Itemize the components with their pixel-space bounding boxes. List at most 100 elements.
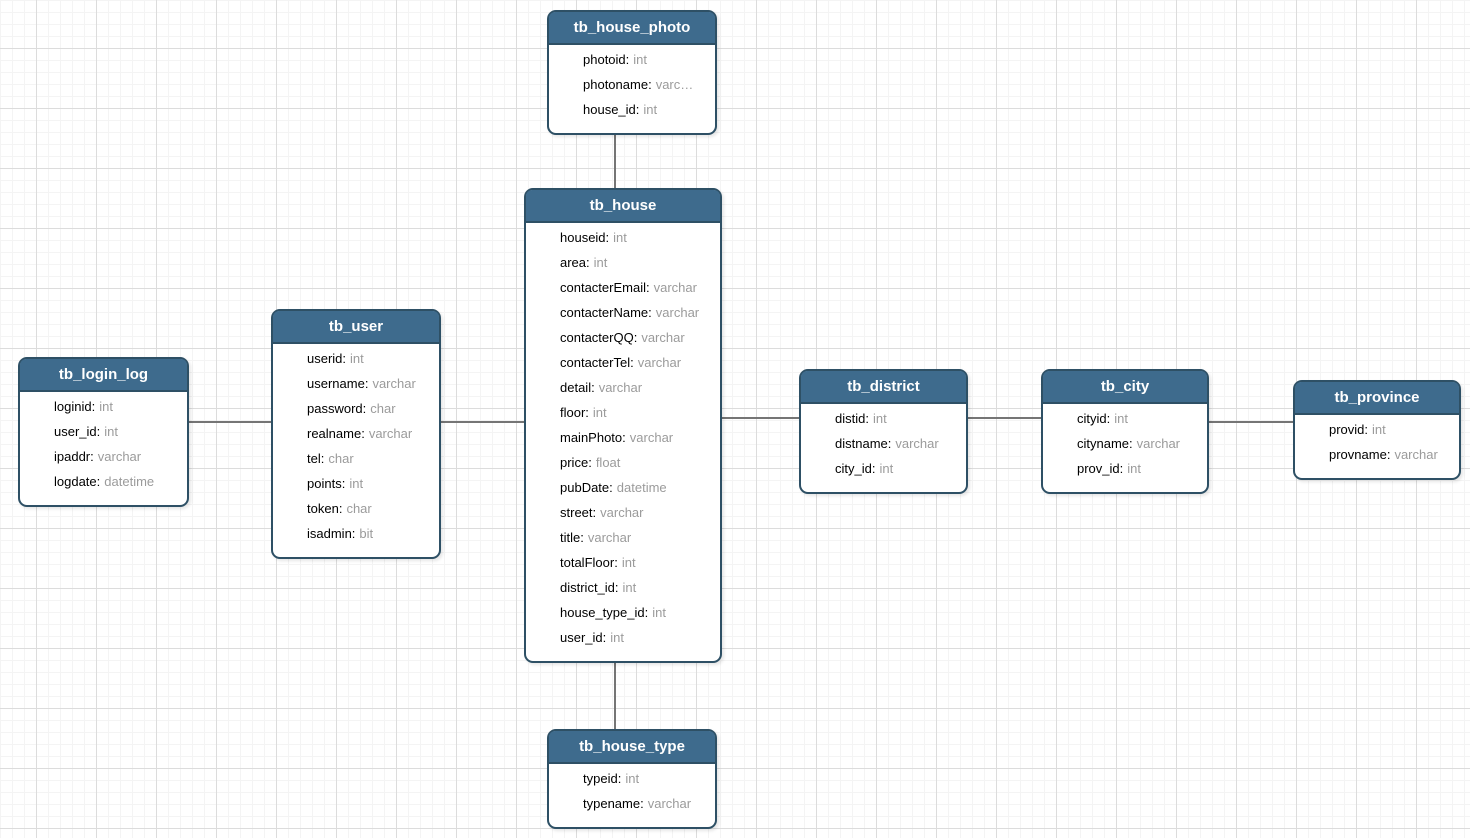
field-name: points (307, 476, 345, 491)
table-field-row[interactable]: photoidint (583, 47, 709, 72)
table-field-row[interactable]: pointsint (307, 471, 433, 496)
field-type: varchar (598, 380, 643, 395)
field-name: photoname (583, 77, 652, 92)
field-name: house_id (583, 102, 639, 117)
table-field-row[interactable]: contacterQQvarchar (560, 325, 714, 350)
field-type: varc… (655, 77, 694, 92)
table-field-row[interactable]: userid int (307, 346, 433, 371)
table-field-row[interactable]: prov_idint (1077, 456, 1201, 481)
table-title[interactable]: tb_city (1043, 371, 1207, 404)
table-field-row[interactable]: citynamevarchar (1077, 431, 1201, 456)
table-title[interactable]: tb_district (801, 371, 966, 404)
field-name: provid (1329, 422, 1368, 437)
field-type: varchar (895, 436, 939, 451)
table-field-row[interactable]: providint (1329, 417, 1453, 442)
table-field-row[interactable]: distidint (835, 406, 960, 431)
field-name: contacterName (560, 305, 652, 320)
field-name: city_id (835, 461, 875, 476)
table-field-row[interactable]: pricefloat (560, 450, 714, 475)
field-type: int (643, 102, 658, 117)
table-field-row[interactable]: typeidint (583, 766, 709, 791)
edge-district-city[interactable] (967, 417, 1041, 419)
field-name: totalFloor (560, 555, 618, 570)
table-tb_login_log[interactable]: tb_login_log loginid int user_idint ipadd… (18, 357, 189, 507)
table-field-row[interactable]: telchar (307, 446, 433, 471)
field-name: password (307, 401, 366, 416)
table-field-row[interactable]: photonamevarc… (583, 72, 709, 97)
field-type: int (621, 555, 636, 570)
edge-user-house[interactable] (440, 421, 525, 423)
table-field-row[interactable]: houseidint (560, 225, 714, 250)
table-field-row[interactable]: logdatedatetime (54, 469, 181, 494)
table-title[interactable]: tb_house_type (549, 731, 715, 764)
table-field-row[interactable]: typenamevarchar (583, 791, 709, 816)
table-tb_house_photo[interactable]: tb_house_photo photoidint photonamevarc…… (547, 10, 717, 135)
table-field-row[interactable]: ipaddrvarchar (54, 444, 181, 469)
edge-house-district[interactable] (721, 417, 800, 419)
table-title[interactable]: tb_province (1295, 382, 1459, 415)
table-field-row[interactable]: city_idint (835, 456, 960, 481)
table-field-row[interactable]: distnamevarchar (835, 431, 960, 456)
edge-city-province[interactable] (1208, 421, 1294, 423)
field-name: floor (560, 405, 589, 420)
table-field-row[interactable]: isadminbit (307, 521, 433, 546)
table-field-row[interactable]: house_type_idint (560, 600, 714, 625)
table-title[interactable]: tb_login_log (20, 359, 187, 392)
field-type: varchar (587, 530, 632, 545)
table-field-row[interactable]: loginid int (54, 394, 181, 419)
table-body: photoidint photonamevarc… house_id int (549, 45, 715, 133)
field-name: cityname (1077, 436, 1133, 451)
edge-house-house_type[interactable] (614, 661, 616, 730)
table-tb_user[interactable]: tb_user userid int usernamevarchar passwo… (271, 309, 441, 559)
field-name: userid (307, 351, 346, 366)
table-title[interactable]: tb_house_photo (549, 12, 715, 45)
field-name: pubDate (560, 480, 613, 495)
table-title[interactable]: tb_user (273, 311, 439, 344)
field-type: char (370, 401, 396, 416)
field-type: int (350, 351, 364, 366)
table-field-row[interactable]: contacterTelvarchar (560, 350, 714, 375)
field-name: typename (583, 796, 644, 811)
table-field-row[interactable]: detailvarchar (560, 375, 714, 400)
field-name: title (560, 530, 584, 545)
table-field-row[interactable]: contacterNamevarchar (560, 300, 714, 325)
table-field-row[interactable]: tokenchar (307, 496, 433, 521)
table-tb_district[interactable]: tb_district distidint distnamevarchar ci… (799, 369, 968, 494)
field-type: int (99, 399, 113, 414)
table-field-row[interactable]: house_id int (583, 97, 709, 122)
table-field-row[interactable]: user_idint (560, 625, 714, 650)
table-field-row[interactable]: contacterEmailvarchar (560, 275, 714, 300)
edge-login_log-user[interactable] (188, 421, 272, 423)
table-field-row[interactable]: provnamevarchar (1329, 442, 1453, 467)
field-name: houseid (560, 230, 609, 245)
field-name: loginid (54, 399, 95, 414)
table-field-row[interactable]: floorint (560, 400, 714, 425)
table-field-row[interactable]: district_idint (560, 575, 714, 600)
field-name: typeid (583, 771, 621, 786)
field-type: varchar (372, 376, 416, 391)
table-tb_house[interactable]: tb_house houseidint areaint contacterEma… (524, 188, 722, 663)
table-field-row[interactable]: pubDatedatetime (560, 475, 714, 500)
table-tb_province[interactable]: tb_province providint provnamevarchar (1293, 380, 1461, 480)
field-type: int (872, 411, 887, 426)
table-field-row[interactable]: password char (307, 396, 433, 421)
field-type: varchar (600, 505, 644, 520)
edge-house_photo-house[interactable] (614, 133, 616, 189)
table-field-row[interactable]: usernamevarchar (307, 371, 433, 396)
table-field-row[interactable]: streetvarchar (560, 500, 714, 525)
field-type: varchar (647, 796, 692, 811)
table-tb_city[interactable]: tb_city cityidint citynamevarchar prov_i… (1041, 369, 1209, 494)
table-field-row[interactable]: titlevarchar (560, 525, 714, 550)
field-name: area (560, 255, 590, 270)
table-tb_house_type[interactable]: tb_house_type typeidint typenamevarchar (547, 729, 717, 829)
field-name: contacterQQ (560, 330, 637, 345)
table-field-row[interactable]: realnamevarchar (307, 421, 433, 446)
table-body: providint provnamevarchar (1295, 415, 1459, 478)
table-field-row[interactable]: totalFloorint (560, 550, 714, 575)
table-field-row[interactable]: cityidint (1077, 406, 1201, 431)
table-field-row[interactable]: areaint (560, 250, 714, 275)
table-title[interactable]: tb_house (526, 190, 720, 223)
table-field-row[interactable]: mainPhotovarchar (560, 425, 714, 450)
table-field-row[interactable]: user_idint (54, 419, 181, 444)
